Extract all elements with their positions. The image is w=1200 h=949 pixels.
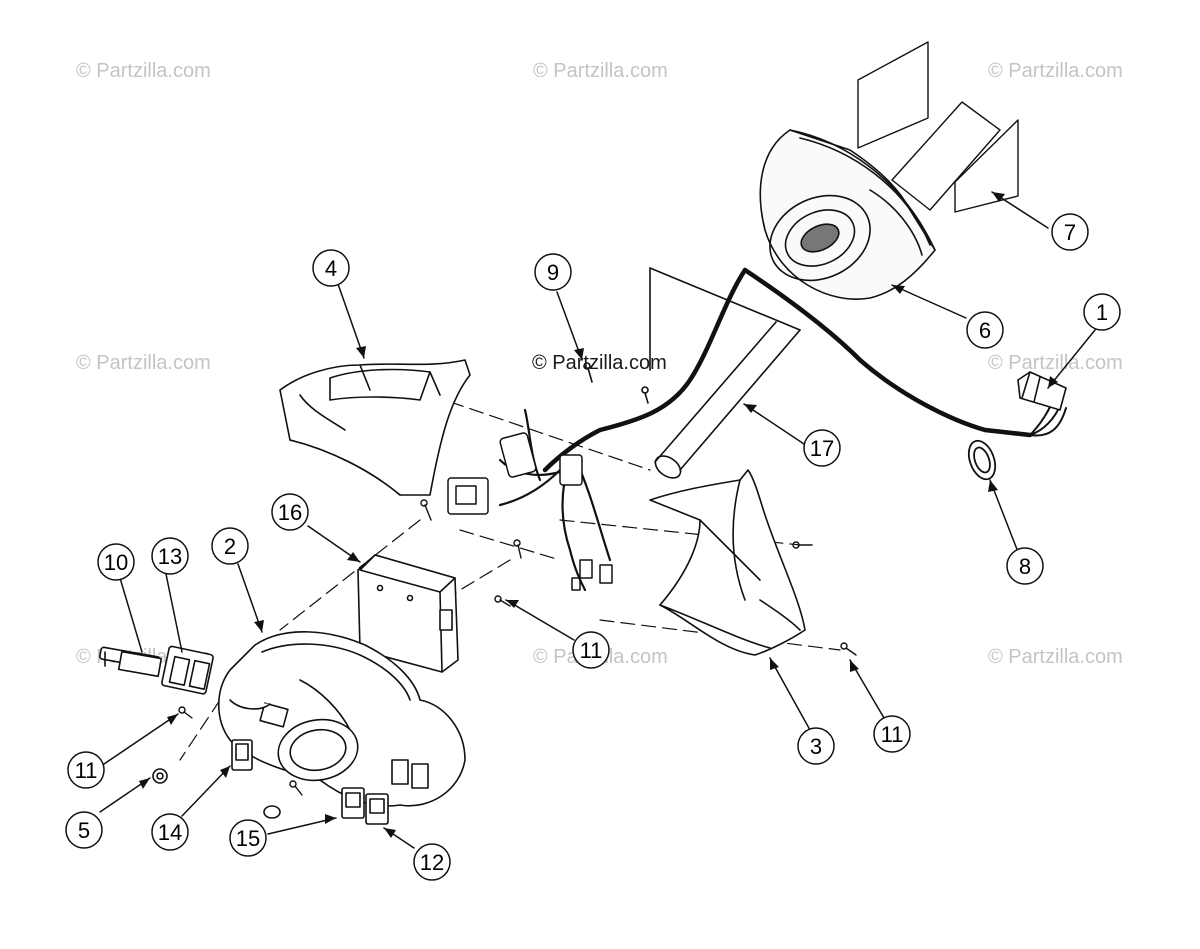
- wiring-harness: [542, 267, 1033, 473]
- retaining-pin: [583, 362, 593, 383]
- callout-number: 13: [158, 544, 182, 569]
- watermark-text: © Partzilla.com: [76, 352, 211, 374]
- plug: [263, 805, 281, 819]
- callout-number: 8: [1019, 554, 1031, 579]
- harness-grommet: [967, 439, 997, 481]
- leader-lines: [99, 191, 1096, 849]
- decal-set: [857, 41, 1019, 213]
- callout-number: 14: [158, 820, 182, 845]
- callout-number: 10: [104, 550, 128, 575]
- callout-number: 9: [547, 260, 559, 285]
- callout-number: 17: [810, 436, 834, 461]
- callout-number: 6: [979, 318, 991, 343]
- rocker-switch: [231, 739, 253, 771]
- harness-connectors: [447, 432, 613, 591]
- callout-number: 12: [420, 850, 444, 875]
- callout-number: 2: [224, 534, 236, 559]
- watermark-text: © Partzilla.com: [533, 60, 668, 82]
- instrument-panel: [218, 631, 466, 807]
- callout-number: 11: [881, 722, 904, 747]
- arrowheads: [139, 192, 1058, 838]
- callout-number: 11: [580, 638, 603, 663]
- ignition-switch: [99, 646, 163, 678]
- watermark-text: © Partzilla.com: [988, 646, 1123, 668]
- switch-block: [161, 645, 214, 695]
- watermark-text: © Partzilla.com: [988, 352, 1123, 374]
- steering-shaft: [649, 267, 801, 479]
- watermark-text: © Partzilla.com: [76, 60, 211, 82]
- panel-switches: [341, 787, 389, 825]
- callout-number: 3: [810, 734, 822, 759]
- callout-number: 4: [325, 256, 337, 281]
- watermark-text: © Partzilla.com: [988, 60, 1123, 82]
- callout-number: 5: [78, 818, 90, 843]
- upper-dash-cover: [279, 359, 471, 496]
- callout-number: 7: [1064, 220, 1076, 245]
- lower-column-cover: [649, 469, 806, 656]
- callout-number: 16: [278, 500, 302, 525]
- knob-cap: [152, 768, 168, 784]
- center-watermark: © Partzilla.com: [532, 352, 667, 374]
- control-module: [357, 554, 459, 673]
- main-connector: [1017, 371, 1067, 411]
- column-cover-pod: [759, 129, 936, 300]
- callout-number: 15: [236, 826, 260, 851]
- callout-number: 1: [1096, 300, 1108, 325]
- callout-number: 11: [75, 758, 98, 783]
- callout-circles: [65, 213, 1121, 881]
- screws: [178, 499, 857, 796]
